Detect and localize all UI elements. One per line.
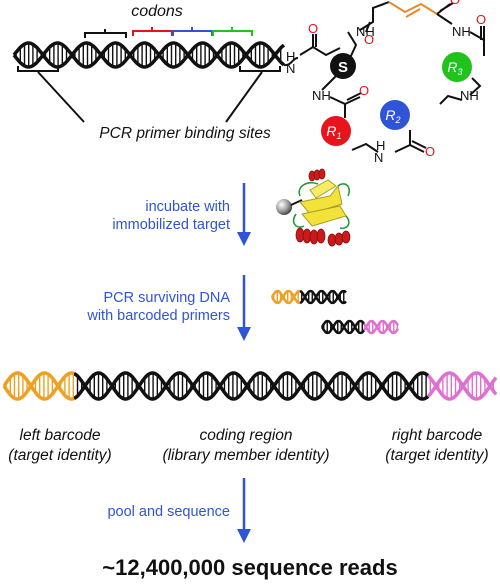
- coding-region-label: coding region: [199, 427, 292, 444]
- full-dna-base-pairs: [5, 373, 494, 399]
- codon-bracket-blue: [172, 27, 213, 36]
- library-dna-helix: [12, 41, 299, 69]
- codon-bracket-black: [84, 29, 127, 38]
- right-barcode-label: right barcode: [392, 427, 483, 444]
- fragment-2-dna-strand-a: [320, 319, 365, 335]
- label-nh-red-h: H: [376, 138, 385, 153]
- label-o-alkene: O: [364, 32, 374, 47]
- bead-tether: [290, 199, 303, 206]
- dna-linker: [283, 57, 299, 67]
- step-2-line-1: PCR surviving DNA: [104, 290, 231, 306]
- arrow-step-2: [237, 275, 251, 341]
- fragment-2-base-pairs: [323, 321, 398, 333]
- scaffold-label: S: [338, 59, 348, 76]
- label-o-green-right: O: [476, 12, 486, 27]
- bond-nh-carbonyl-blue: [439, 94, 463, 105]
- primer-pointer-right: [225, 71, 263, 123]
- region-labels: left barcode (target identity) coding re…: [8, 427, 488, 464]
- bond-scaffold-nh-right: [347, 31, 358, 59]
- protein-sheet-1: [299, 184, 343, 215]
- alkene-double: [405, 8, 421, 18]
- fragment-2-dna-strand-b: [320, 319, 365, 335]
- primer-pointer-left: [37, 71, 85, 123]
- label-h-linker: H: [286, 49, 295, 64]
- red-carbonyl-o: [344, 92, 362, 105]
- coding-region-sublabel: (library member identity): [162, 447, 329, 464]
- building-block-circle: [321, 116, 351, 146]
- primer-bracket-right: [239, 66, 281, 72]
- full-dna-right-barcode-strand-b: [426, 371, 498, 401]
- arrow-step-3: [237, 478, 251, 543]
- bond-nh-alkene: [359, 1, 390, 31]
- carbonyl-green-o: [480, 26, 485, 40]
- bond-nh-scaffold: [321, 73, 339, 91]
- codons-label: codons: [131, 3, 183, 20]
- label-nh-scaffold: NH: [312, 88, 331, 103]
- sequence-reads-result: ~12,400,000 sequence reads: [102, 555, 397, 580]
- protein-loops: [292, 182, 350, 230]
- building-block-circle: [442, 52, 472, 82]
- carbonyl-o-top: [312, 34, 317, 47]
- label-o-green-top: O: [450, 0, 460, 7]
- arrow-step-1: [237, 183, 251, 246]
- label-nh-upper: NH: [356, 24, 375, 39]
- bond-linker-carbonyl: [299, 45, 341, 57]
- primer-sites-label: PCR primer binding sites: [99, 125, 271, 142]
- fragment-1-base-pairs: [273, 291, 345, 303]
- label-nh-blue: NH: [460, 88, 479, 103]
- label-o-blue: O: [425, 144, 435, 159]
- codon-bracket-red: [132, 27, 173, 36]
- step-1-line-2: immobilized target: [112, 217, 230, 233]
- bond-nh-red: [351, 142, 379, 153]
- protein-helix-bottom: [295, 227, 351, 247]
- alkene-chain: [388, 1, 438, 15]
- full-dna-coding-strand-a: [73, 371, 430, 401]
- step-1-line-1: incubate with: [145, 199, 230, 215]
- label-n-linker: N: [286, 61, 295, 76]
- scaffold-node: S: [330, 53, 356, 79]
- full-dna-coding-strand-b: [73, 371, 430, 401]
- label-o-top: O: [308, 21, 318, 36]
- full-barcoded-dna: [2, 371, 498, 401]
- codon-brackets: [84, 27, 253, 38]
- step-3-line-1: pool and sequence: [107, 504, 230, 520]
- building-block-circle: [380, 100, 410, 130]
- bond-red-carbonyl: [329, 96, 346, 118]
- carbonyl-top-left: [365, 21, 371, 33]
- left-barcode-sublabel: (target identity): [8, 447, 111, 464]
- label-nh-green: NH: [452, 24, 471, 39]
- bond-to-green-carbonyl: [436, 2, 454, 25]
- label-o-red: O: [359, 83, 369, 98]
- immobilized-target-protein: [276, 168, 351, 247]
- blue-carbonyl-o: [409, 140, 427, 153]
- process-arrows: [237, 183, 251, 543]
- primer-site-brackets: [17, 66, 281, 123]
- scaffold-circle: [330, 53, 356, 79]
- protein-sheet-3: [309, 179, 337, 199]
- bond-blue-carbonyl: [394, 130, 411, 153]
- step-labels: incubate with immobilized target PCR sur…: [86, 199, 230, 520]
- building-block-r2: R2: [380, 100, 410, 130]
- left-barcode-label: left barcode: [20, 427, 101, 444]
- building-block-r3: R3: [442, 52, 472, 82]
- right-barcode-sublabel: (target identity): [385, 447, 488, 464]
- bead: [276, 199, 292, 215]
- heteroatom-labels: H N O NH O O NH O NH O H N O NH: [286, 0, 486, 165]
- barcoded-fragments: [270, 289, 400, 335]
- small-molecule-structure: [299, 1, 485, 153]
- building-block-r1: R1: [321, 116, 351, 146]
- bond-green-nh: [469, 77, 482, 96]
- fragment-2-barcode-strand-b: [362, 319, 400, 335]
- step-2-line-2: with barcoded primers: [86, 308, 230, 324]
- label-nh-red-n: N: [374, 150, 383, 165]
- protein-helix-top: [308, 168, 326, 182]
- top-helix-base-pairs: [15, 43, 282, 67]
- fragment-2-barcode-strand-a: [362, 319, 400, 335]
- primer-bracket-left: [17, 66, 59, 72]
- codon-bracket-green: [212, 27, 253, 36]
